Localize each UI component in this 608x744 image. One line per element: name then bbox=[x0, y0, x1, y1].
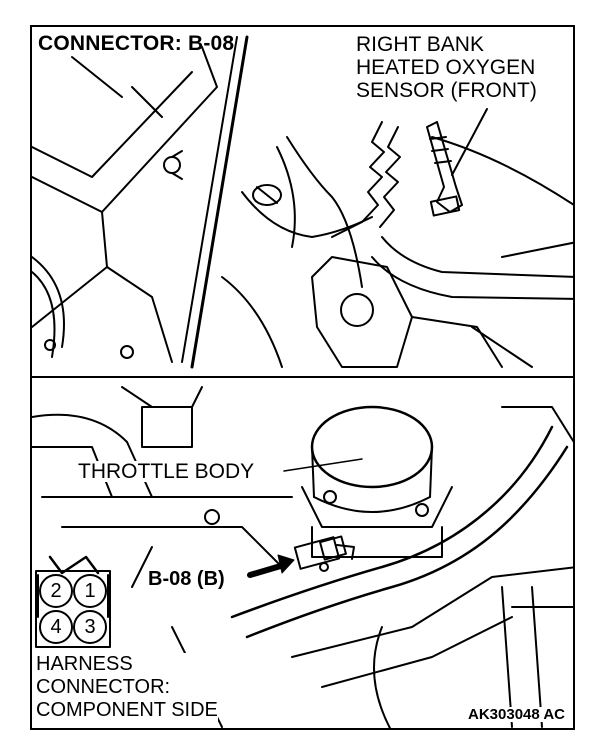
pin-3: 3 bbox=[73, 610, 107, 644]
top-engine-view bbox=[32, 35, 573, 369]
diagram-frame: CONNECTOR: B-08 RIGHT BANK HEATED OXYGEN… bbox=[30, 25, 575, 730]
harness-connector-caption: HARNESS CONNECTOR: COMPONENT SIDE bbox=[36, 653, 218, 722]
pin-2: 2 bbox=[39, 574, 73, 608]
sensor-label: RIGHT BANK HEATED OXYGEN SENSOR (FRONT) bbox=[356, 33, 537, 102]
figure-code: AK303048 AC bbox=[468, 706, 565, 723]
connector-title: CONNECTOR: B-08 bbox=[38, 32, 235, 55]
throttle-body-label: THROTTLE BODY bbox=[78, 460, 255, 483]
bottom-engine-view bbox=[32, 386, 573, 728]
connector-callout-label: B-08 (B) bbox=[148, 568, 225, 590]
connector-housing-outline bbox=[35, 555, 111, 648]
b08-connector-drawing bbox=[293, 535, 355, 572]
pin-4: 4 bbox=[39, 610, 73, 644]
pin-1: 1 bbox=[73, 574, 107, 608]
engine-illustration bbox=[32, 35, 573, 728]
